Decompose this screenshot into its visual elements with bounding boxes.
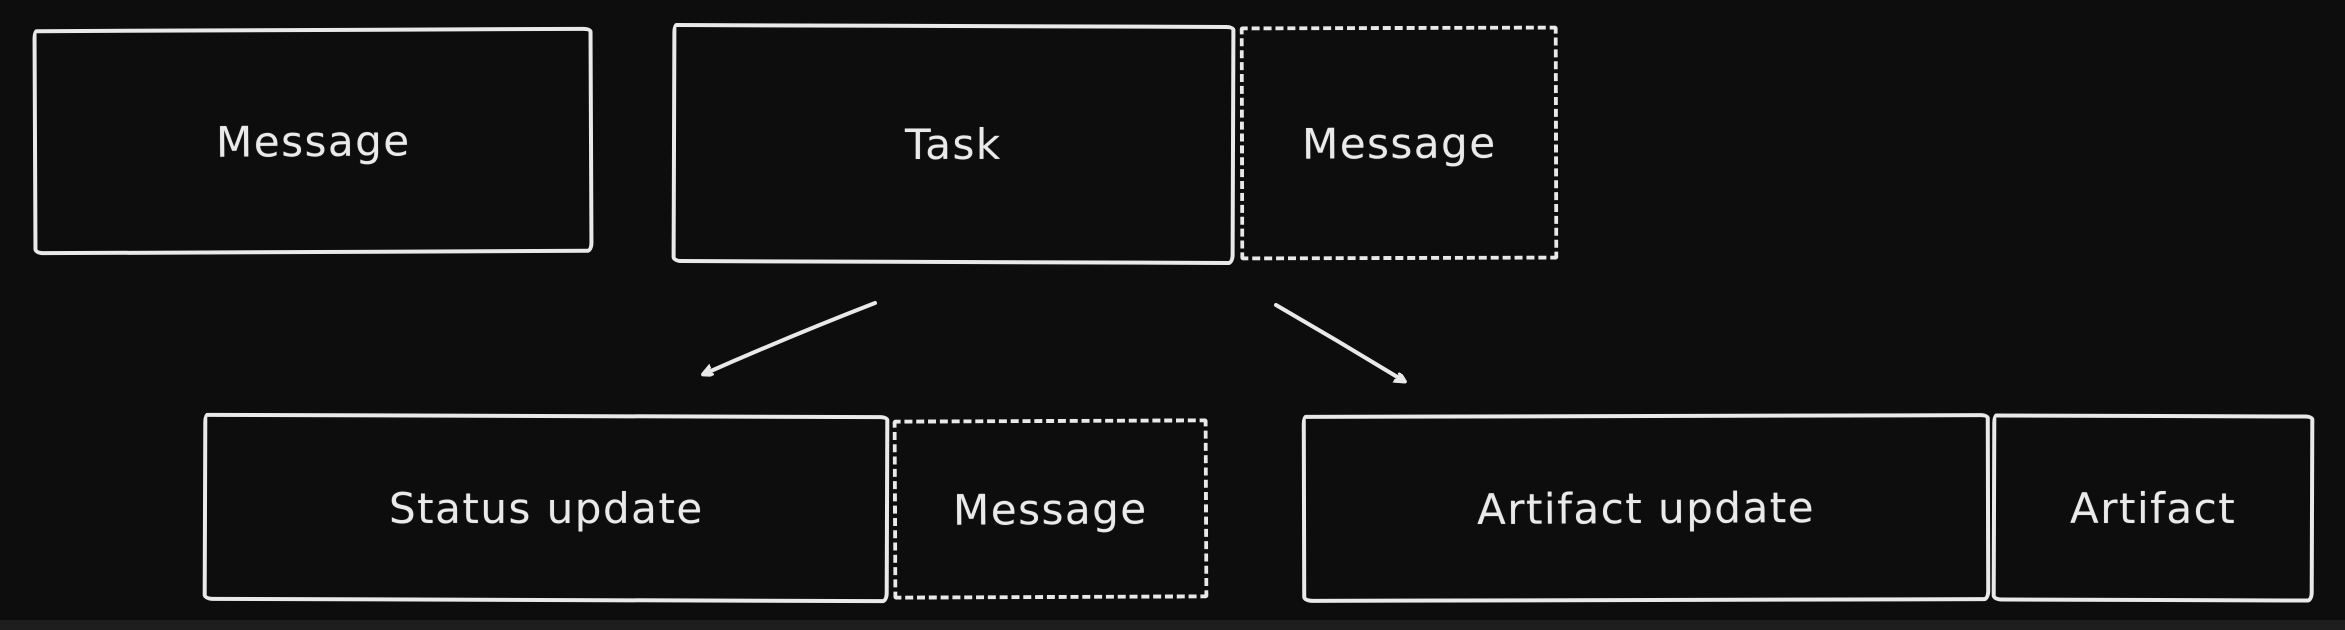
node-artifact: Artifact (1991, 413, 2315, 603)
node-status-update-label: Status update (388, 483, 704, 533)
node-artifact-update-label: Artifact update (1476, 482, 1816, 534)
node-artifact-update: Artifact update (1301, 413, 1991, 603)
bottom-edge (0, 620, 2345, 630)
node-status-message: Message (892, 418, 1209, 600)
node-message-top-label: Message (215, 115, 411, 167)
node-task-message-label: Message (1301, 117, 1497, 169)
node-message-top: Message (32, 26, 594, 256)
node-status-message-label: Message (953, 483, 1148, 535)
node-task-label: Task (905, 119, 1002, 169)
node-artifact-label: Artifact (2069, 483, 2237, 533)
node-status-update: Status update (202, 412, 890, 604)
node-task: Task (671, 23, 1236, 265)
arrow-task-to-artifact-update (1274, 303, 1404, 381)
arrow-task-to-status-update (704, 301, 877, 374)
node-task-message: Message (1239, 25, 1559, 261)
